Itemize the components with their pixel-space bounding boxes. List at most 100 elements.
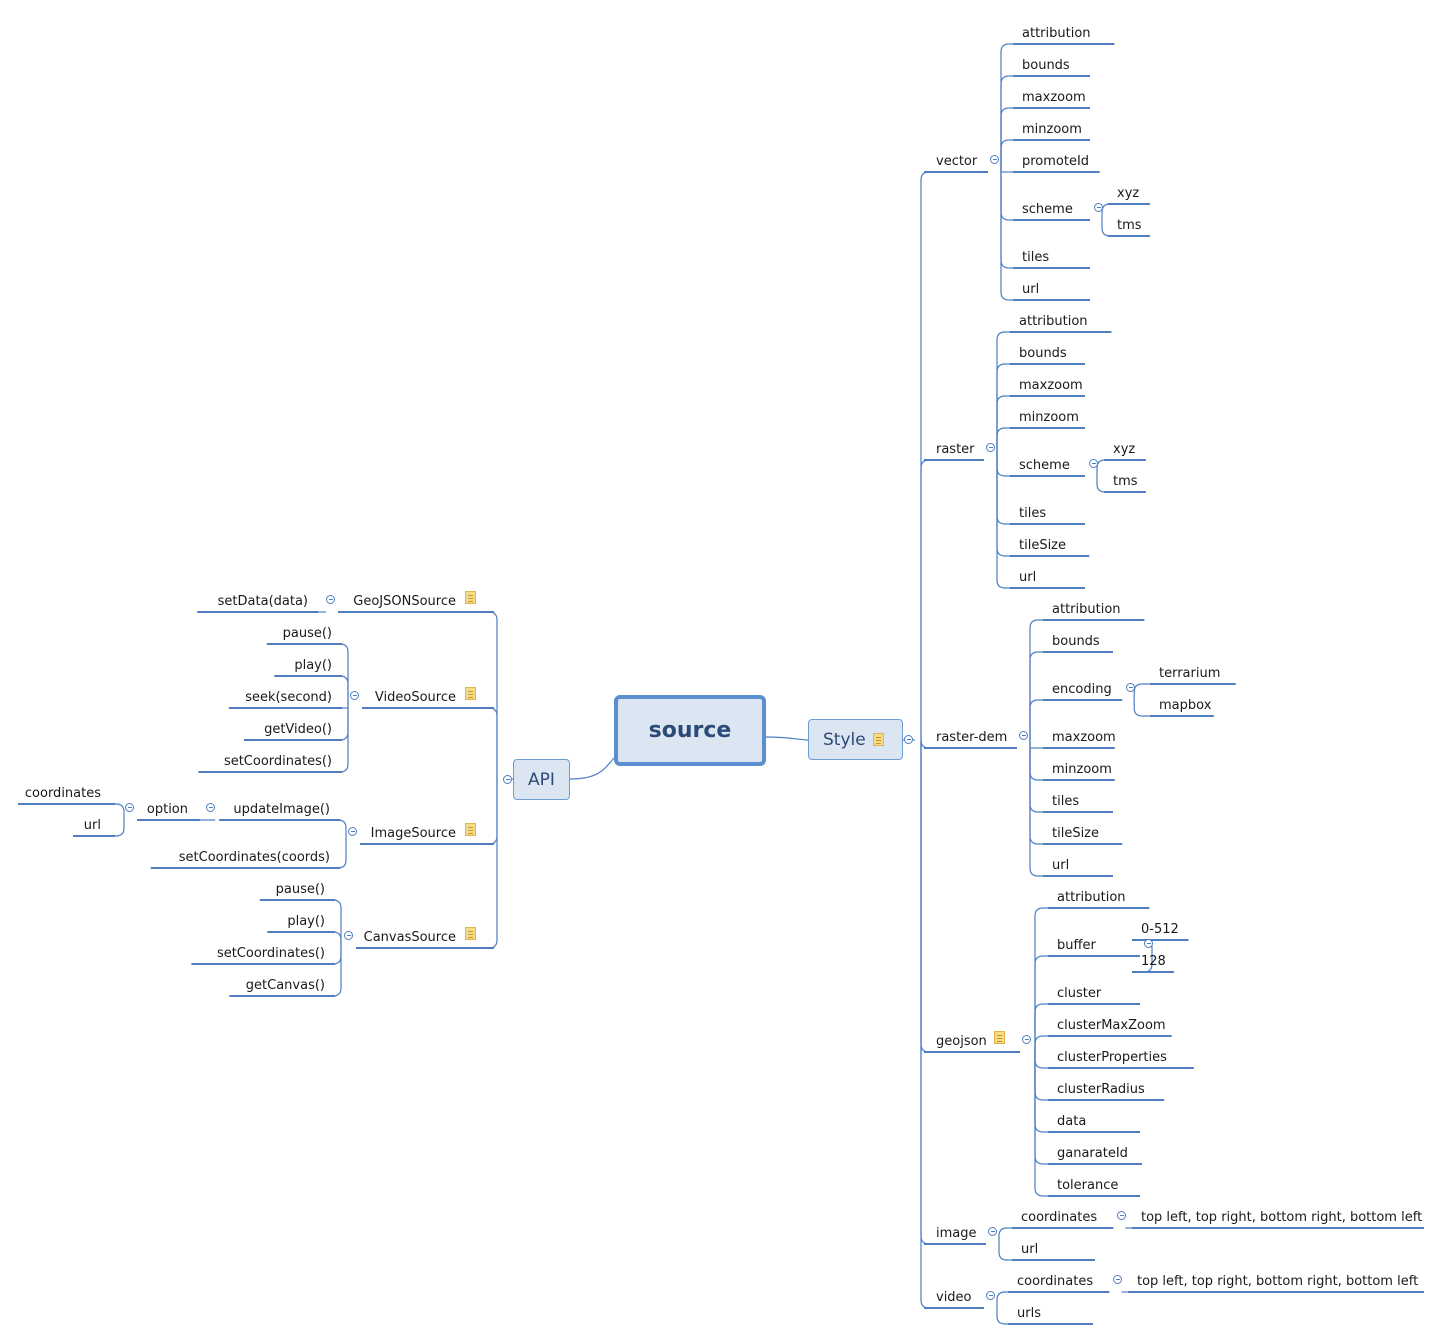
api-option-coordinates[interactable]: coordinates bbox=[24, 786, 101, 801]
style-prop-maxzoom[interactable]: maxzoom bbox=[1022, 90, 1086, 105]
style-prop-bounds[interactable]: bounds bbox=[1019, 346, 1067, 361]
style-prop-buffer[interactable]: buffer bbox=[1057, 938, 1096, 953]
root-topic[interactable]: source bbox=[614, 695, 766, 766]
style-item-image[interactable]: image bbox=[936, 1226, 977, 1241]
api-item-geojsonsource[interactable]: GeoJSONSource bbox=[353, 594, 456, 609]
collapse-coordinates-icon[interactable] bbox=[1113, 1275, 1123, 1284]
style-prop-attribution[interactable]: attribution bbox=[1022, 26, 1091, 41]
style-item-video[interactable]: video bbox=[936, 1290, 972, 1305]
style-prop-clustermaxzoom[interactable]: clusterMaxZoom bbox=[1057, 1018, 1166, 1033]
note-icon[interactable] bbox=[873, 733, 884, 746]
api-method-setcoordinates[interactable]: setCoordinates() bbox=[216, 946, 325, 961]
style-value-tms[interactable]: tms bbox=[1117, 218, 1142, 233]
style-value-xyz[interactable]: xyz bbox=[1117, 186, 1140, 201]
collapse-buffer-icon[interactable] bbox=[1144, 939, 1153, 948]
api-item-imagesource[interactable]: ImageSource bbox=[370, 826, 456, 841]
api-option-option[interactable]: option bbox=[146, 802, 188, 817]
collapse-style-icon[interactable] bbox=[904, 735, 913, 744]
style-prop-encoding[interactable]: encoding bbox=[1052, 682, 1112, 697]
collapse-geojson-icon[interactable] bbox=[1022, 1035, 1031, 1044]
collapse-coordinates-icon[interactable] bbox=[1117, 1211, 1127, 1220]
collapse-raster-dem-icon[interactable] bbox=[1019, 731, 1028, 740]
style-item-raster[interactable]: raster bbox=[936, 442, 975, 457]
style-value-xyz[interactable]: xyz bbox=[1113, 442, 1136, 457]
style-prop-clusterproperties[interactable]: clusterProperties bbox=[1057, 1050, 1167, 1065]
collapse-video-icon[interactable] bbox=[986, 1291, 995, 1300]
collapse-api-icon[interactable] bbox=[503, 775, 512, 784]
collapse-geojsonsource-icon[interactable] bbox=[326, 595, 335, 604]
style-prop-coordinates[interactable]: coordinates bbox=[1017, 1274, 1094, 1289]
api-item-videosource[interactable]: VideoSource bbox=[374, 690, 456, 705]
note-icon[interactable] bbox=[994, 1031, 1005, 1044]
style-prop-minzoom[interactable]: minzoom bbox=[1052, 762, 1112, 777]
style-prop-tiles[interactable]: tiles bbox=[1052, 794, 1080, 809]
style-prop-clusterradius[interactable]: clusterRadius bbox=[1057, 1082, 1145, 1097]
style-prop-cluster[interactable]: cluster bbox=[1057, 986, 1102, 1001]
api-method-seek-second[interactable]: seek(second) bbox=[245, 690, 332, 705]
style-prop-url[interactable]: url bbox=[1019, 570, 1037, 585]
collapse-imagesource-icon[interactable] bbox=[348, 827, 357, 836]
collapse-option-icon[interactable] bbox=[125, 803, 134, 812]
style-prop-bounds[interactable]: bounds bbox=[1052, 634, 1100, 649]
style-prop-url[interactable]: url bbox=[1022, 282, 1040, 297]
style-prop-ganarateid[interactable]: ganarateId bbox=[1057, 1146, 1128, 1161]
style-prop-tolerance[interactable]: tolerance bbox=[1057, 1178, 1119, 1193]
style-value-top-left-top-right-bottom-right-bottom-left[interactable]: top left, top right, bottom right, botto… bbox=[1141, 1210, 1423, 1225]
api-topic[interactable]: API bbox=[513, 759, 570, 800]
api-method-getcanvas[interactable]: getCanvas() bbox=[245, 978, 325, 993]
style-value-terrarium[interactable]: terrarium bbox=[1159, 666, 1221, 681]
style-prop-minzoom[interactable]: minzoom bbox=[1019, 410, 1079, 425]
style-prop-url[interactable]: url bbox=[1052, 858, 1070, 873]
api-method-play[interactable]: play() bbox=[294, 658, 332, 673]
collapse-canvassource-icon[interactable] bbox=[344, 931, 353, 940]
style-value-tms[interactable]: tms bbox=[1113, 474, 1138, 489]
collapse-vector-icon[interactable] bbox=[990, 155, 999, 164]
api-option-url[interactable]: url bbox=[83, 818, 101, 833]
style-prop-bounds[interactable]: bounds bbox=[1022, 58, 1070, 73]
style-item-raster-dem[interactable]: raster-dem bbox=[936, 730, 1008, 745]
api-method-pause[interactable]: pause() bbox=[275, 882, 325, 897]
collapse-updateimage-icon[interactable] bbox=[206, 803, 216, 812]
style-prop-coordinates[interactable]: coordinates bbox=[1021, 1210, 1098, 1225]
collapse-scheme-icon[interactable] bbox=[1094, 203, 1103, 212]
style-prop-tilesize[interactable]: tileSize bbox=[1019, 538, 1067, 553]
api-method-setdata-data[interactable]: setData(data) bbox=[217, 594, 308, 609]
style-item-vector[interactable]: vector bbox=[936, 154, 978, 169]
api-item-canvassource[interactable]: CanvasSource bbox=[363, 930, 456, 945]
style-topic[interactable]: Style bbox=[808, 719, 903, 760]
style-prop-attribution[interactable]: attribution bbox=[1019, 314, 1088, 329]
style-prop-minzoom[interactable]: minzoom bbox=[1022, 122, 1082, 137]
style-prop-attribution[interactable]: attribution bbox=[1057, 890, 1126, 905]
style-prop-maxzoom[interactable]: maxzoom bbox=[1052, 730, 1116, 745]
style-value-top-left-top-right-bottom-right-bottom-left[interactable]: top left, top right, bottom right, botto… bbox=[1137, 1274, 1419, 1289]
style-prop-url[interactable]: url bbox=[1021, 1242, 1039, 1257]
style-prop-tilesize[interactable]: tileSize bbox=[1052, 826, 1100, 841]
note-icon[interactable] bbox=[465, 927, 476, 940]
style-prop-tiles[interactable]: tiles bbox=[1022, 250, 1050, 265]
style-prop-attribution[interactable]: attribution bbox=[1052, 602, 1121, 617]
style-value-mapbox[interactable]: mapbox bbox=[1159, 698, 1212, 713]
style-prop-data[interactable]: data bbox=[1057, 1114, 1087, 1129]
api-method-updateimage[interactable]: updateImage() bbox=[233, 802, 330, 817]
style-prop-urls[interactable]: urls bbox=[1017, 1306, 1041, 1321]
api-method-play[interactable]: play() bbox=[287, 914, 325, 929]
note-icon[interactable] bbox=[465, 823, 476, 836]
collapse-videosource-icon[interactable] bbox=[350, 691, 359, 700]
note-icon[interactable] bbox=[465, 687, 476, 700]
api-method-setcoordinates-coords[interactable]: setCoordinates(coords) bbox=[178, 850, 330, 865]
collapse-encoding-icon[interactable] bbox=[1126, 683, 1136, 692]
collapse-image-icon[interactable] bbox=[988, 1227, 997, 1236]
collapse-scheme-icon[interactable] bbox=[1089, 459, 1098, 468]
style-item-geojson[interactable]: geojson bbox=[936, 1034, 987, 1049]
note-icon[interactable] bbox=[465, 591, 476, 604]
style-prop-scheme[interactable]: scheme bbox=[1022, 202, 1073, 217]
style-value-128[interactable]: 128 bbox=[1141, 954, 1166, 969]
style-prop-promoteid[interactable]: promoteId bbox=[1022, 154, 1090, 169]
style-prop-scheme[interactable]: scheme bbox=[1019, 458, 1070, 473]
style-prop-tiles[interactable]: tiles bbox=[1019, 506, 1047, 521]
collapse-raster-icon[interactable] bbox=[986, 443, 995, 452]
api-method-pause[interactable]: pause() bbox=[282, 626, 332, 641]
style-prop-maxzoom[interactable]: maxzoom bbox=[1019, 378, 1083, 393]
style-value-0-512[interactable]: 0-512 bbox=[1141, 922, 1179, 937]
api-method-getvideo[interactable]: getVideo() bbox=[264, 722, 332, 737]
